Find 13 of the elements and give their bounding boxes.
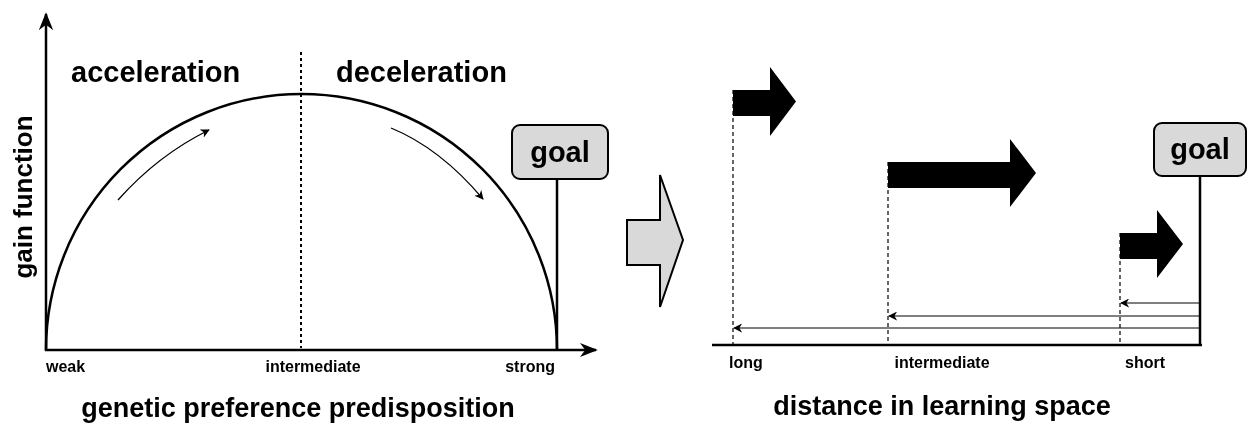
goal-box: goal: [1153, 122, 1247, 177]
tick-label: weak: [46, 359, 86, 375]
tick-label: intermediate: [265, 359, 361, 375]
region-label: deceleration: [336, 58, 507, 87]
tick-label: intermediate: [894, 355, 990, 371]
tick-label: short: [1125, 355, 1165, 371]
axis-title: gain function: [10, 115, 36, 279]
axis-title: genetic preference predisposition: [81, 395, 515, 422]
tick-label: strong: [505, 359, 555, 375]
tick-label: long: [729, 355, 763, 371]
region-label: acceleration: [71, 58, 241, 87]
goal-box: goal: [511, 124, 609, 180]
axis-title: distance in learning space: [773, 393, 1111, 420]
